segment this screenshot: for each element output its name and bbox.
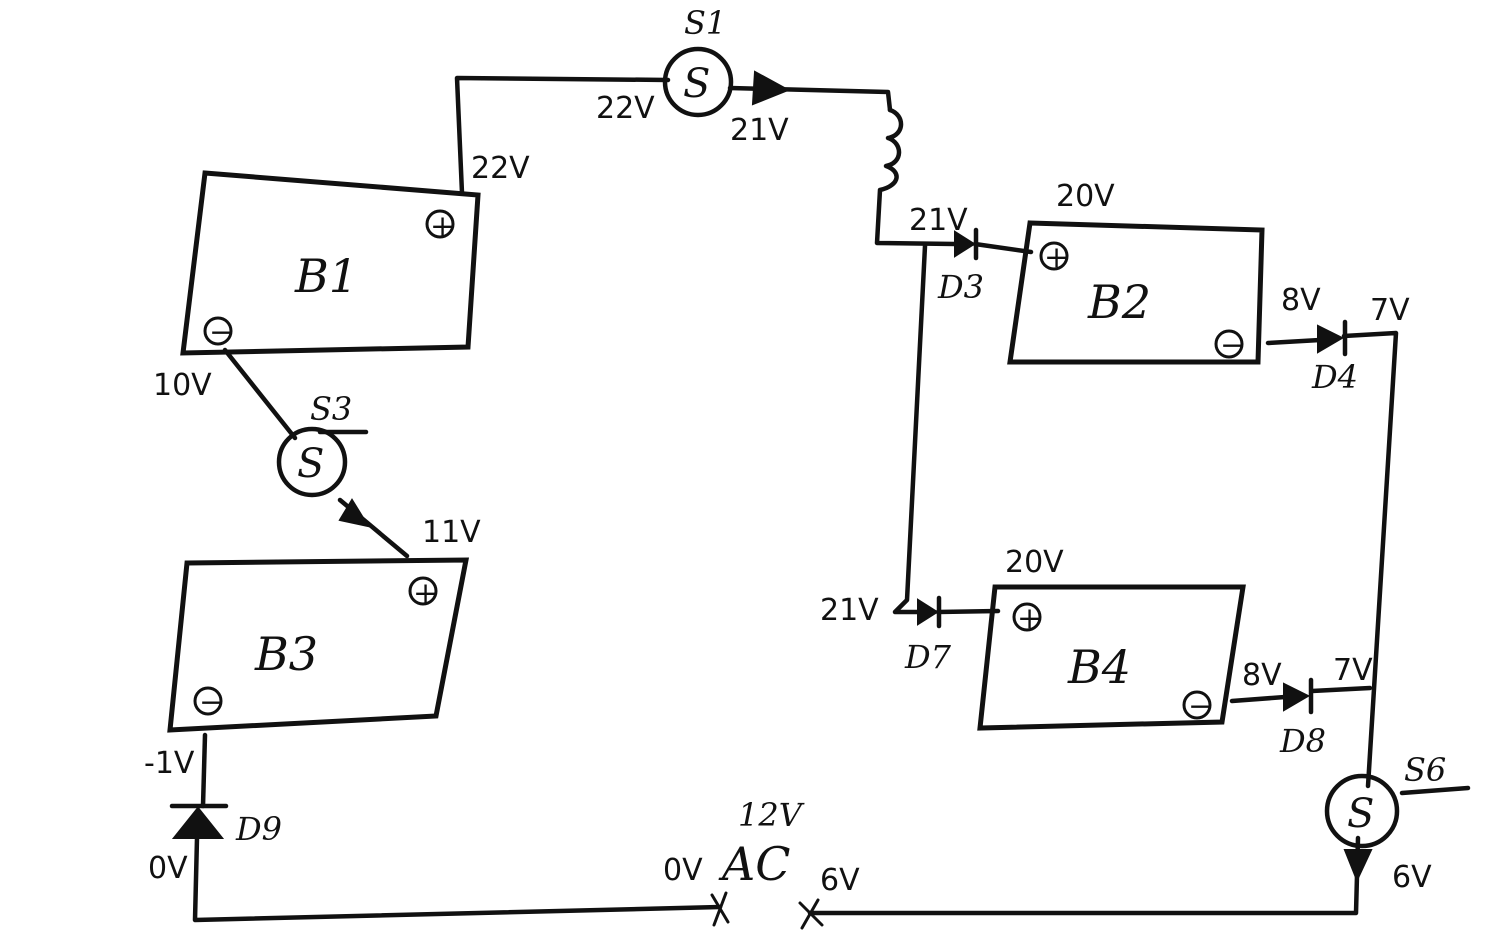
voltage-d9-bottom: 0V [148, 851, 188, 886]
battery-b3-label: B3 [254, 627, 318, 681]
coil [874, 107, 958, 247]
voltage-s1-out: 21V [730, 113, 789, 148]
s1-circle-icon [662, 46, 734, 118]
voltage-ac-left: 0V [663, 853, 703, 888]
d8-triangle-icon [1283, 682, 1311, 712]
b1-plus-terminal-icon [425, 209, 455, 239]
ac-source: 12V AC [710, 796, 824, 930]
battery-b3: B3 + − [167, 557, 470, 733]
voltage-s1-in: 22V [596, 91, 655, 126]
b4-plus-terminal-icon [1012, 602, 1042, 632]
voltage-s6-out: 6V [1392, 860, 1432, 895]
s1-symbol: S [683, 61, 710, 107]
voltage-d4-out: 7V [1370, 293, 1410, 328]
s6-stub [1399, 785, 1471, 796]
wire-b1-to-s1 [454, 75, 671, 196]
s6-label: S6 [1404, 751, 1446, 789]
d4-triangle-icon [1317, 324, 1345, 354]
battery-b4-label: B4 [1067, 640, 1131, 694]
wire-branch-to-d7 [892, 243, 928, 615]
voltage-b2-plus: 20V [1056, 179, 1115, 214]
diode-d4: D4 [1311, 319, 1358, 396]
battery-b1: B1 + − [180, 170, 481, 356]
b2-plus-sign: + [1044, 240, 1069, 275]
voltage-b3-plus: 11V [422, 515, 481, 550]
voltage-d8-out: 7V [1333, 653, 1373, 688]
voltage-d3-in: 21V [909, 203, 968, 238]
wire-d4-to-s6 [1341, 330, 1399, 789]
wire-d8-to-rail [1309, 685, 1373, 694]
voltage-ac-right: 6V [820, 863, 860, 898]
voltage-b2-minus: 8V [1281, 283, 1321, 318]
s6-circle-icon [1324, 773, 1400, 849]
b2-plus-terminal-icon [1039, 241, 1069, 271]
d9-label: D9 [235, 810, 282, 848]
b3-minus-sign: − [199, 685, 224, 720]
s3-label: S3 [310, 390, 352, 428]
wire-s6-to-ac [807, 835, 1361, 916]
s3-circle-icon [276, 426, 348, 498]
b4-plus-sign: + [1017, 601, 1042, 636]
diode-d8: D8 [1279, 677, 1326, 760]
wire-b4-to-d8 [1229, 694, 1288, 704]
battery-b4: B4 + − [977, 584, 1246, 731]
b1-minus-sign: − [209, 315, 234, 350]
voltage-b3-minus: -1V [144, 746, 195, 781]
b1-plus-sign: + [430, 209, 455, 244]
b3-plus-sign: + [413, 576, 438, 611]
ac-rating: 12V [738, 796, 805, 834]
voltage-b4-minus: 8V [1242, 658, 1282, 693]
voltage-b4-plus: 20V [1005, 545, 1064, 580]
voltage-labels: 22V 21V 22V 10V 11V -1V 0V 0V 6V 6V 21V … [144, 91, 1432, 898]
arrow-up-left-icon [338, 498, 371, 528]
d8-label: D8 [1279, 722, 1326, 760]
voltage-b1-minus: 10V [153, 368, 212, 403]
current-arrows [338, 70, 1373, 883]
wire-d3-to-b2 [972, 241, 1034, 255]
diode-d3: D3 [937, 227, 984, 306]
switch-s6[interactable]: S S6 [1324, 751, 1446, 849]
battery-b2-label: B2 [1087, 275, 1151, 329]
s1-label: S1 [684, 4, 726, 42]
d3-triangle-icon [954, 230, 976, 258]
wire-ac-to-d9 [192, 835, 723, 923]
wiring [192, 75, 1471, 923]
voltage-d7-in: 21V [820, 593, 879, 628]
b4-minus-sign: − [1188, 689, 1213, 724]
switch-s3[interactable]: S S3 [276, 390, 352, 498]
d7-label: D7 [904, 638, 952, 676]
ac-right-terminal-icon [798, 898, 824, 930]
b2-minus-sign: − [1220, 328, 1245, 363]
b2-minus-terminal-icon [1214, 329, 1244, 359]
voltage-b1-plus: 22V [471, 151, 530, 186]
wire-d7-to-b4 [935, 608, 1001, 615]
diode-d9: D9 [169, 803, 282, 848]
battery-b2: B2 + − [1007, 220, 1265, 365]
b3-minus-terminal-icon [193, 686, 223, 716]
wire-d9-to-b3 [200, 732, 208, 809]
wire-s3-to-b1 [222, 347, 298, 441]
b1-minus-terminal-icon [203, 316, 233, 346]
ac-left-terminal-icon [710, 891, 730, 927]
arrow-down-icon [1343, 849, 1373, 883]
s3-symbol: S [297, 441, 324, 487]
wire-b2-to-d4 [1265, 337, 1323, 346]
b3-plus-terminal-icon [408, 576, 438, 606]
d9-triangle-icon [171, 806, 225, 839]
s6-symbol: S [1347, 791, 1374, 837]
arrow-right-icon [751, 70, 791, 106]
d3-label: D3 [937, 268, 984, 306]
battery-b1-label: B1 [294, 249, 358, 303]
ac-type: AC [718, 837, 790, 891]
d7-triangle-icon [917, 598, 939, 626]
d4-label: D4 [1311, 358, 1358, 396]
switch-s1[interactable]: S S1 [662, 4, 734, 118]
diode-d7: D7 [904, 595, 952, 676]
b4-minus-terminal-icon [1182, 690, 1212, 720]
